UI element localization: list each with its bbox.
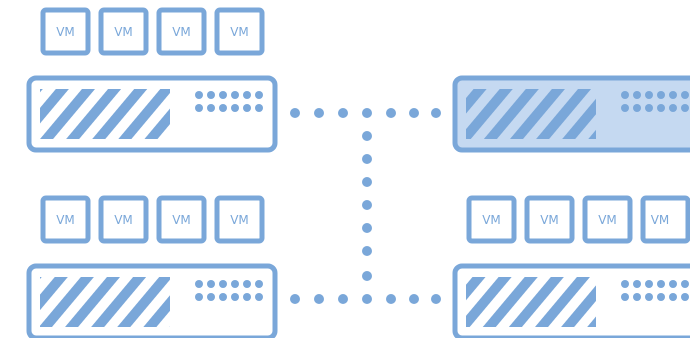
vm-group-bottom-right: VM VM VM VM	[466, 195, 690, 244]
server-icon	[452, 263, 690, 338]
vm-box: VM	[582, 195, 633, 244]
vm-label: VM	[56, 25, 75, 39]
server-indicator-lights	[195, 280, 263, 301]
server-indicator-lights	[195, 91, 263, 112]
connection-dots-vertical	[362, 131, 372, 281]
vm-box: VM	[40, 7, 91, 56]
server-icon	[26, 263, 278, 338]
vm-label: VM	[651, 213, 670, 227]
server-indicator-lights	[621, 280, 689, 301]
vm-label: VM	[114, 25, 133, 39]
vm-box: VM	[98, 7, 149, 56]
vm-box: VM	[214, 195, 265, 244]
server-icon	[26, 75, 278, 153]
connection-dots-top	[290, 108, 441, 118]
server-indicator-lights	[621, 91, 689, 112]
server-stripes	[466, 277, 596, 327]
vm-label: VM	[172, 213, 191, 227]
vm-group-bottom-left: VM VM VM VM	[40, 195, 265, 244]
server-stripes	[40, 89, 170, 139]
vm-box: VM	[156, 7, 207, 56]
vm-label: VM	[598, 213, 617, 227]
vm-box: VM	[156, 195, 207, 244]
vm-label: VM	[230, 213, 249, 227]
vm-label: VM	[172, 25, 191, 39]
vm-box: VM	[466, 195, 517, 244]
server-stripes	[40, 277, 170, 327]
vm-box: VM	[524, 195, 575, 244]
vm-box: VM	[40, 195, 91, 244]
vm-box: VM	[214, 7, 265, 56]
vm-label: VM	[230, 25, 249, 39]
vm-label: VM	[114, 213, 133, 227]
vm-box: VM	[640, 195, 690, 244]
vm-label: VM	[56, 213, 75, 227]
server-icon-highlighted	[452, 75, 690, 153]
vm-label: VM	[482, 213, 501, 227]
connection-dots-bottom	[290, 294, 441, 304]
vm-group-top-left: VM VM VM VM	[40, 7, 265, 56]
vm-label: VM	[540, 213, 559, 227]
vm-box: VM	[98, 195, 149, 244]
server-stripes	[466, 89, 596, 139]
